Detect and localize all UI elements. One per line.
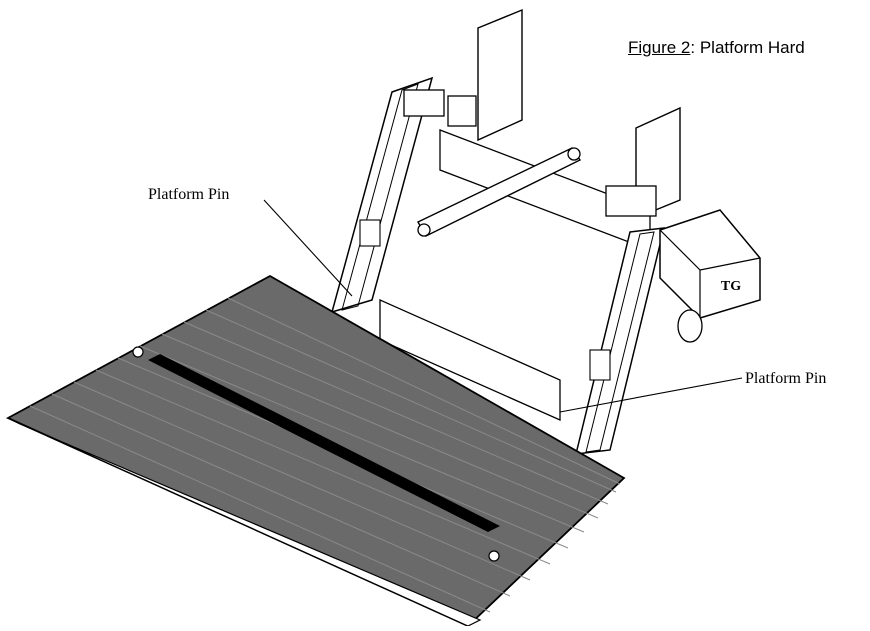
lower-roller (379, 298, 561, 422)
cross-bar-end-right (567, 147, 581, 161)
left-top-block (403, 89, 445, 117)
left-top-bracket (447, 95, 477, 127)
callout-platform-pin-left: Platform Pin (148, 186, 230, 203)
tg-badge: TG (721, 279, 741, 294)
leader-line-right (559, 377, 743, 413)
pump-box (659, 209, 761, 319)
hinge-pin-right (488, 550, 500, 562)
cross-bar-end-left (417, 223, 431, 237)
figure-title: Figure 2: Platform Hard (628, 38, 805, 58)
center-seam (148, 354, 500, 532)
figure-caption: Platform Hard (699, 38, 805, 57)
platform-deck (5, 274, 626, 628)
right-arm (575, 227, 665, 455)
right-top-block (605, 185, 657, 217)
right-arm-bracket (589, 349, 611, 381)
left-backplate (477, 8, 523, 142)
figure-number: Figure 2 (628, 38, 691, 57)
callout-platform-pin-right: Platform Pin (745, 370, 827, 387)
figure-separator: : (690, 38, 700, 57)
pump-box-edge-2 (659, 229, 701, 271)
platform-lip (7, 417, 482, 627)
pump-cylinder (677, 309, 703, 343)
hinge-pin-left (132, 346, 144, 358)
leader-line-left (263, 199, 353, 297)
left-arm-bracket (359, 219, 381, 247)
platform-treads (29, 297, 621, 613)
